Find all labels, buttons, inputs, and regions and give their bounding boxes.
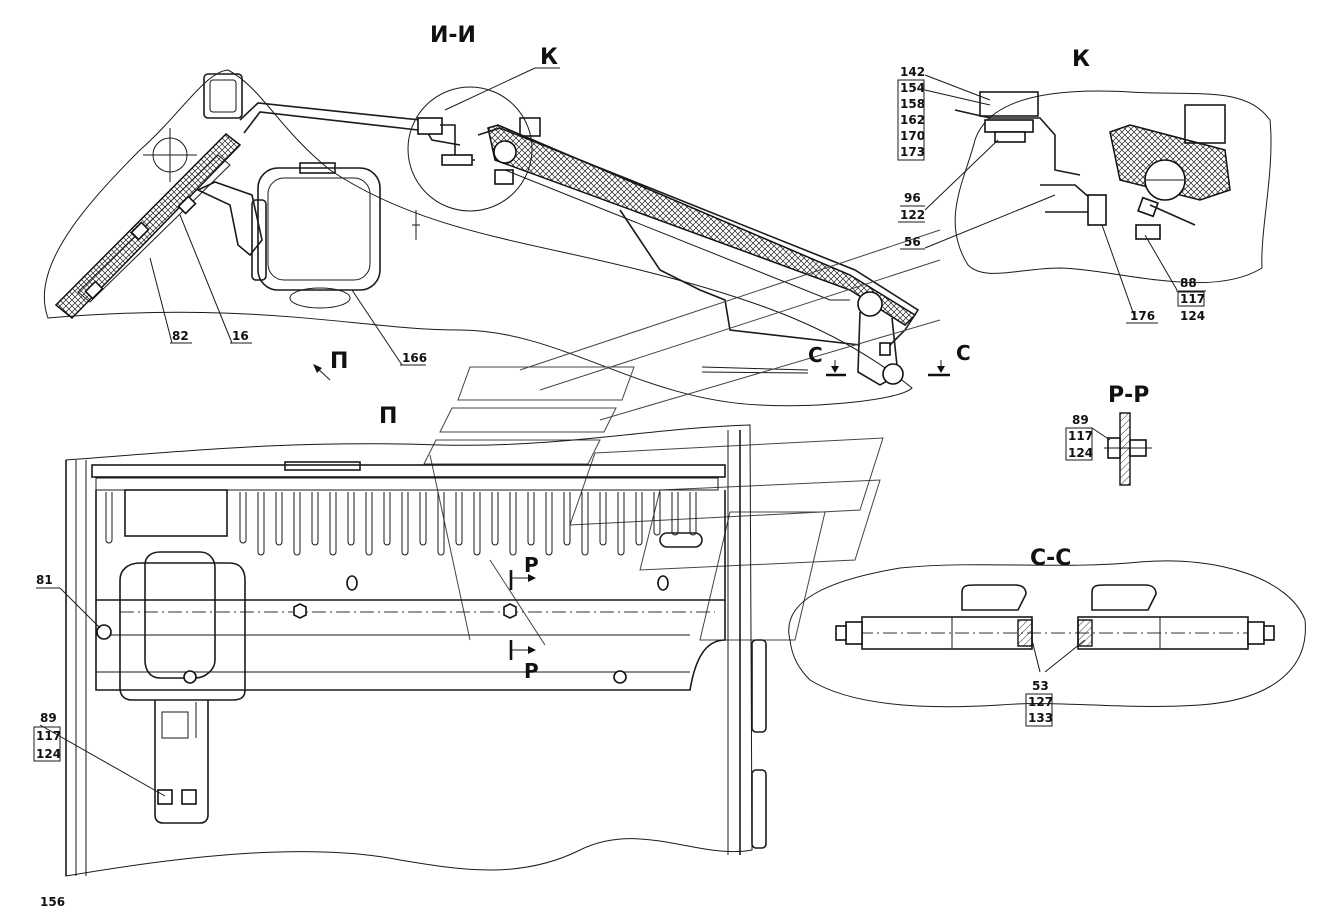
section-pp-drawing [1104, 412, 1152, 486]
section-ii-drawing [43, 67, 950, 407]
callout-117-k: 117 [1180, 292, 1205, 306]
section-cc-drawing [788, 560, 1306, 708]
callout-158: 158 [900, 97, 925, 111]
callout-154: 154 [900, 81, 925, 95]
callout-170: 170 [900, 129, 925, 143]
ghost-overlay [423, 229, 941, 646]
view-p-drawing [36, 424, 767, 877]
callout-96: 96 [904, 191, 921, 205]
callout-124-k: 124 [1180, 309, 1205, 323]
callout-stack-89-117-124-pp: 89 117 124 [1065, 413, 1111, 461]
callout-81: 81 [36, 573, 53, 587]
callout-stack-53-127-133: 53 127 133 [1025, 679, 1053, 727]
callout-162: 162 [900, 113, 925, 127]
callout-88: 88 [1180, 276, 1197, 290]
callout-142: 142 [900, 65, 925, 79]
callout-127: 127 [1028, 695, 1053, 709]
callout-89-pp: 89 [1072, 413, 1089, 427]
callout-176: 176 [1130, 309, 1155, 323]
callout-124-pp: 124 [1068, 446, 1093, 460]
callout-56: 56 [904, 235, 921, 249]
view-p-title: П [379, 404, 397, 429]
callout-173: 173 [900, 145, 925, 159]
detail-k-title: К [1072, 47, 1090, 72]
callout-stack-96-122: 96 122 [898, 191, 925, 223]
view-p-arrow-label: П [330, 349, 348, 374]
callout-124-p: 124 [36, 747, 61, 761]
detail-k-callout-label: К [540, 45, 558, 70]
callout-166: 166 [402, 351, 427, 365]
callout-133: 133 [1028, 711, 1053, 725]
section-pp-title: Р-Р [1108, 383, 1149, 408]
detail-k-drawing [924, 74, 1272, 319]
callout-stack-89-117-124-p: 89 117 124 [33, 711, 61, 762]
callout-stack-88-117-124-k: 88 117 124 [1176, 276, 1206, 323]
callout-89-p: 89 [40, 711, 57, 725]
callout-stack-142-173: 142 154 158 162 170 173 [897, 65, 925, 161]
callout-82: 82 [172, 329, 189, 343]
section-pp-marker-bottom: Р [524, 659, 539, 683]
callout-117-pp: 117 [1068, 429, 1093, 443]
section-ii-title: И-И [430, 23, 476, 48]
section-cc-marker-right: С [956, 341, 971, 365]
callout-16: 16 [232, 329, 249, 343]
callout-117-p: 117 [36, 729, 61, 743]
section-cc-title: С-С [1030, 546, 1071, 571]
callout-122: 122 [900, 208, 925, 222]
page-number: 156 [40, 895, 65, 908]
section-cc-marker-left: С [808, 343, 823, 367]
section-pp-marker-top: Р [524, 553, 539, 577]
callout-53: 53 [1032, 679, 1049, 693]
